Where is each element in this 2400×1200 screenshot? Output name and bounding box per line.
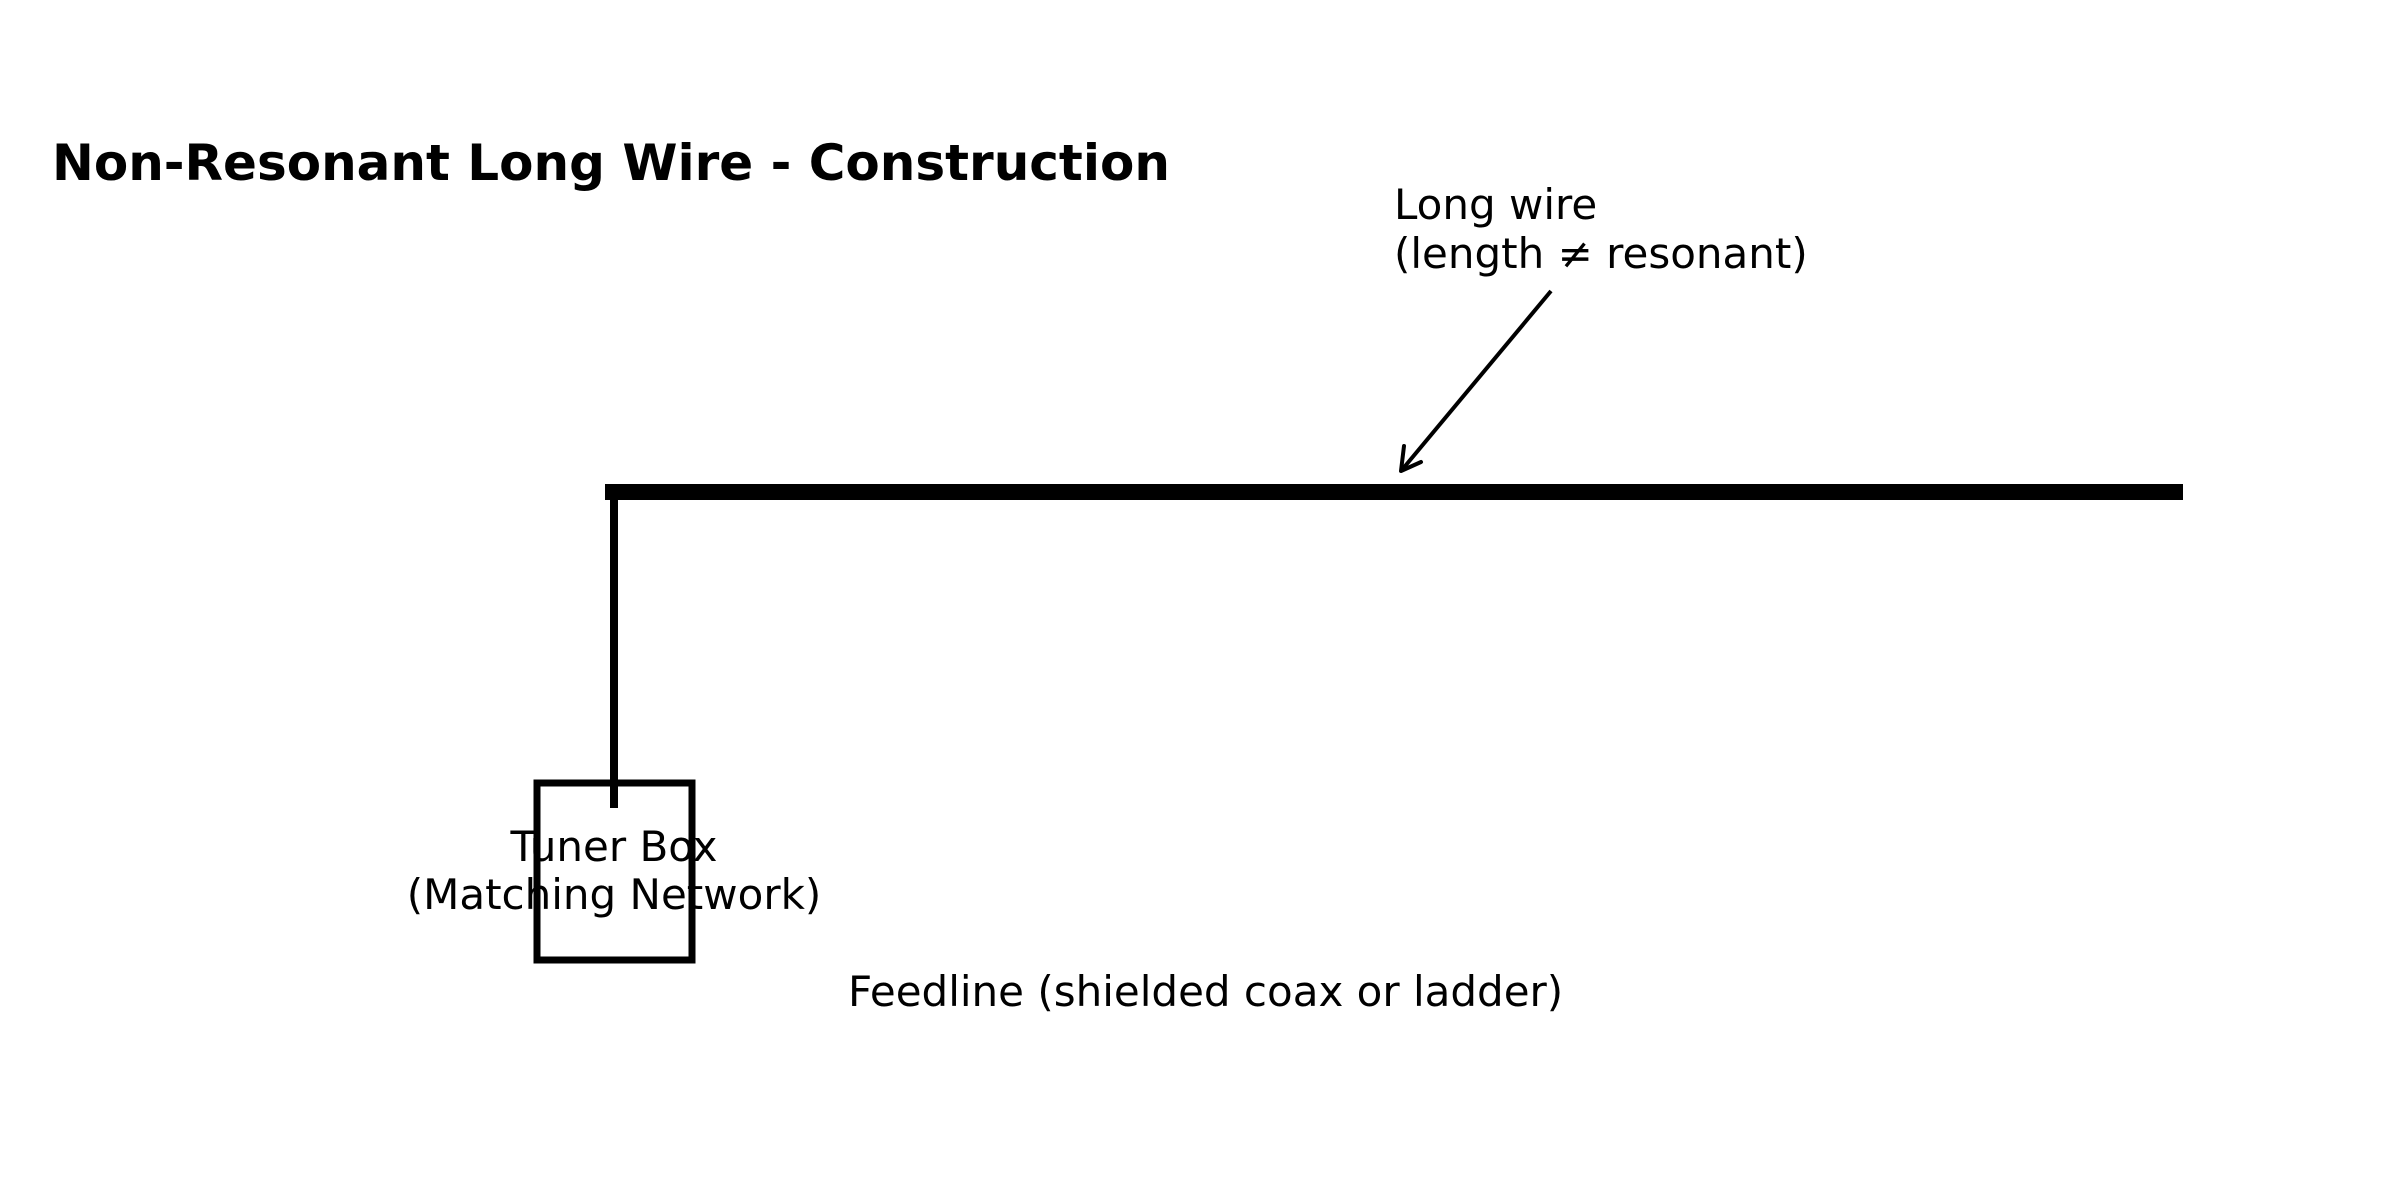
- wire-label-line1: Long wire: [1394, 180, 1597, 229]
- wire-pointer-arrow: [1399, 289, 1553, 473]
- arrow-head: [1399, 444, 1423, 473]
- tuner-label-line2: (Matching Network): [407, 870, 822, 919]
- arrow-shaft: [1399, 289, 1553, 473]
- wire-label-line2: (length ≠ resonant): [1394, 229, 1808, 278]
- tuner-label-line1: Tuner Box: [509, 822, 717, 871]
- diagram-title: Non-Resonant Long Wire - Construction: [52, 134, 1170, 192]
- tuner-box: [533, 779, 696, 964]
- feedline-label: Feedline (shielded coax or ladder): [848, 967, 1563, 1016]
